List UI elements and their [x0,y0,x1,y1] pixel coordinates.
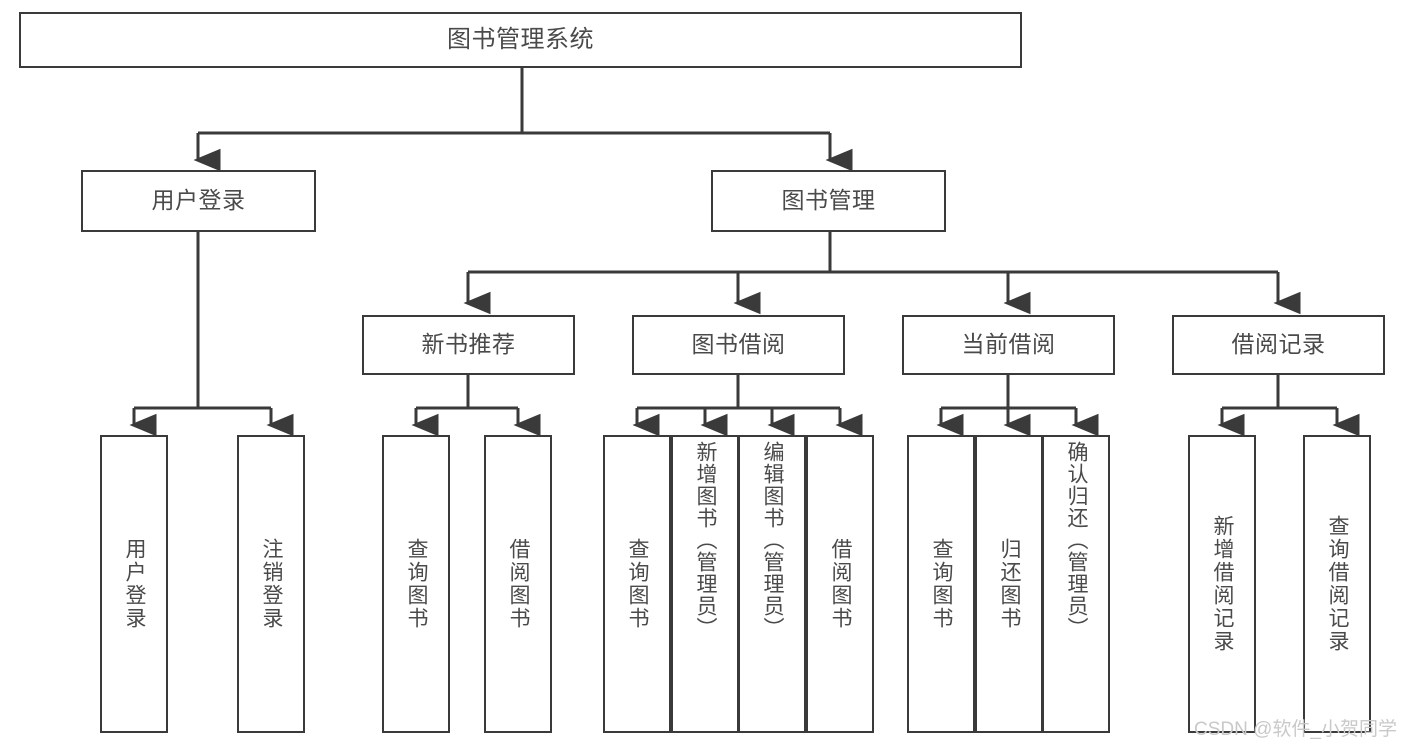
node-label: 查询图书 [930,538,954,630]
node-label: 确认归还（管理员） [1065,441,1089,639]
node-label: 新增借阅记录 [1211,515,1235,653]
node-book-management[interactable]: 图书管理 [711,170,946,232]
node-leaf-query-book-3[interactable]: 查询图书 [907,435,975,733]
node-leaf-query-record[interactable]: 查询借阅记录 [1303,435,1371,733]
node-user-login[interactable]: 用户登录 [81,170,316,232]
node-leaf-user-login[interactable]: 用户登录 [100,435,168,733]
node-label: 借阅图书 [829,538,853,630]
node-borrow-record[interactable]: 借阅记录 [1172,315,1385,375]
node-label: 新书推荐 [421,331,516,358]
node-label: 图书借阅 [691,331,786,358]
node-label: 借阅图书 [507,538,531,630]
node-label: 图书管理系统 [447,25,594,53]
node-label: 查询图书 [405,538,429,630]
node-book-management-system[interactable]: 图书管理系统 [19,12,1022,68]
node-current-borrow[interactable]: 当前借阅 [902,315,1115,375]
watermark-text: CSDN @软件_小贺同学 [1194,719,1397,740]
node-label: 当前借阅 [961,331,1056,358]
node-leaf-edit-book[interactable]: 编辑图书（管理员） [738,435,806,733]
node-label: 新增图书（管理员） [694,441,718,639]
node-leaf-borrow-book-2[interactable]: 借阅图书 [806,435,874,733]
node-leaf-confirm-return[interactable]: 确认归还（管理员） [1042,435,1110,733]
node-leaf-return-book[interactable]: 归还图书 [975,435,1043,733]
node-label: 归还图书 [998,538,1022,630]
node-label: 用户登录 [123,538,147,630]
node-label: 用户登录 [151,187,246,214]
node-leaf-add-book[interactable]: 新增图书（管理员） [671,435,739,733]
node-label: 编辑图书（管理员） [761,441,785,639]
node-label: 查询借阅记录 [1326,515,1350,653]
node-label: 图书管理 [781,187,876,214]
node-leaf-borrow-book-1[interactable]: 借阅图书 [484,435,552,733]
node-new-book-recommend[interactable]: 新书推荐 [362,315,575,375]
node-leaf-add-record[interactable]: 新增借阅记录 [1188,435,1256,733]
node-leaf-logout[interactable]: 注销登录 [237,435,305,733]
node-leaf-query-book-1[interactable]: 查询图书 [382,435,450,733]
node-leaf-query-book-2[interactable]: 查询图书 [603,435,671,733]
node-book-borrow[interactable]: 图书借阅 [632,315,845,375]
node-label: 借阅记录 [1231,331,1326,358]
node-label: 查询图书 [626,538,650,630]
node-label: 注销登录 [260,538,284,630]
